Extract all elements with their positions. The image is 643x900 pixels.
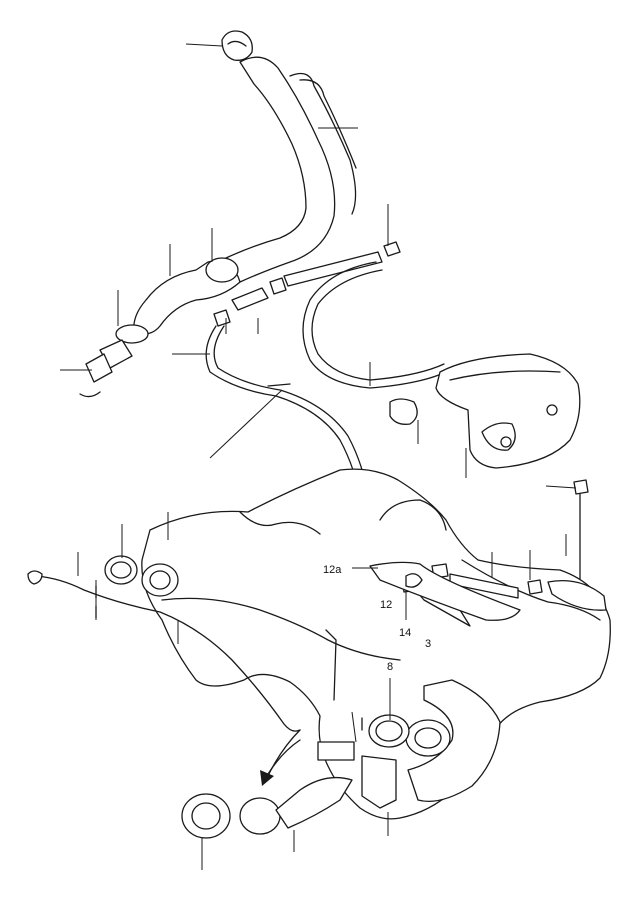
filler-neck-hose (225, 56, 357, 283)
filler-cap (221, 30, 253, 61)
tank-opening-left (141, 563, 179, 597)
fuel-pump-assembly (181, 729, 397, 839)
charcoal-canister (389, 353, 581, 469)
callout-12: 12 (380, 599, 393, 611)
sender-wire-line (27, 570, 301, 732)
fuel-tank (141, 468, 611, 820)
seal-ring-left (104, 555, 138, 585)
clips-near-12 (405, 573, 423, 588)
callout-8: 8 (387, 661, 394, 673)
assembly-arrow (260, 739, 301, 786)
break-markers (95, 383, 363, 731)
tank-opening-right (405, 719, 451, 757)
callout-14: 14 (399, 627, 412, 639)
callout-12a: 12a (323, 564, 342, 576)
hose-clamp-and-nozzle (79, 324, 149, 398)
seal-ring-right (368, 714, 410, 748)
vent-hose-to-canister (302, 261, 447, 389)
lower-filler-hose (133, 257, 241, 335)
callout-3: 3 (425, 638, 432, 650)
